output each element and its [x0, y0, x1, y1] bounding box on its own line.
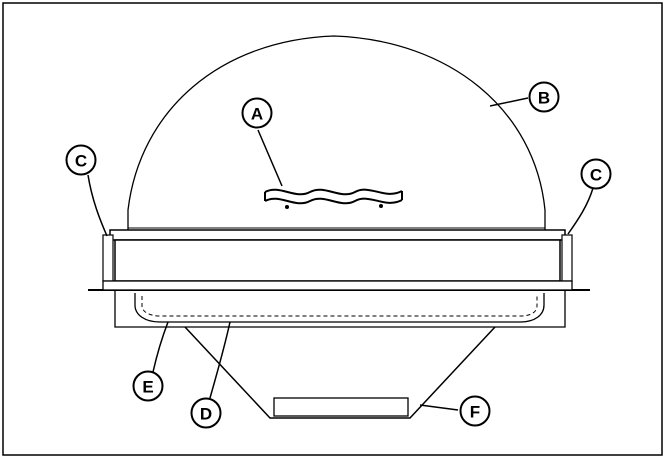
lower-housing	[114, 290, 566, 328]
callout-a: A	[241, 97, 273, 129]
callout-b: B	[528, 81, 560, 113]
upper-rim	[102, 229, 573, 282]
callout-d: D	[190, 397, 222, 429]
drain-funnel	[184, 326, 496, 419]
callout-c-left: C	[65, 144, 97, 176]
callout-a-label: A	[251, 105, 263, 124]
dome-lid	[127, 35, 546, 230]
lid-handle	[264, 188, 403, 209]
leader-lines	[87, 97, 594, 411]
callout-c-right: C	[580, 158, 612, 190]
callout-e-label: E	[142, 378, 153, 397]
callout-b-label: B	[538, 89, 550, 108]
callout-e: E	[132, 370, 164, 402]
callout-c-left-label: C	[75, 152, 87, 171]
mounting-flange	[88, 280, 590, 291]
callout-c-right-label: C	[590, 166, 602, 185]
callout-f-label: F	[470, 403, 480, 422]
callout-d-label: D	[200, 405, 212, 424]
callout-f: F	[459, 395, 491, 427]
